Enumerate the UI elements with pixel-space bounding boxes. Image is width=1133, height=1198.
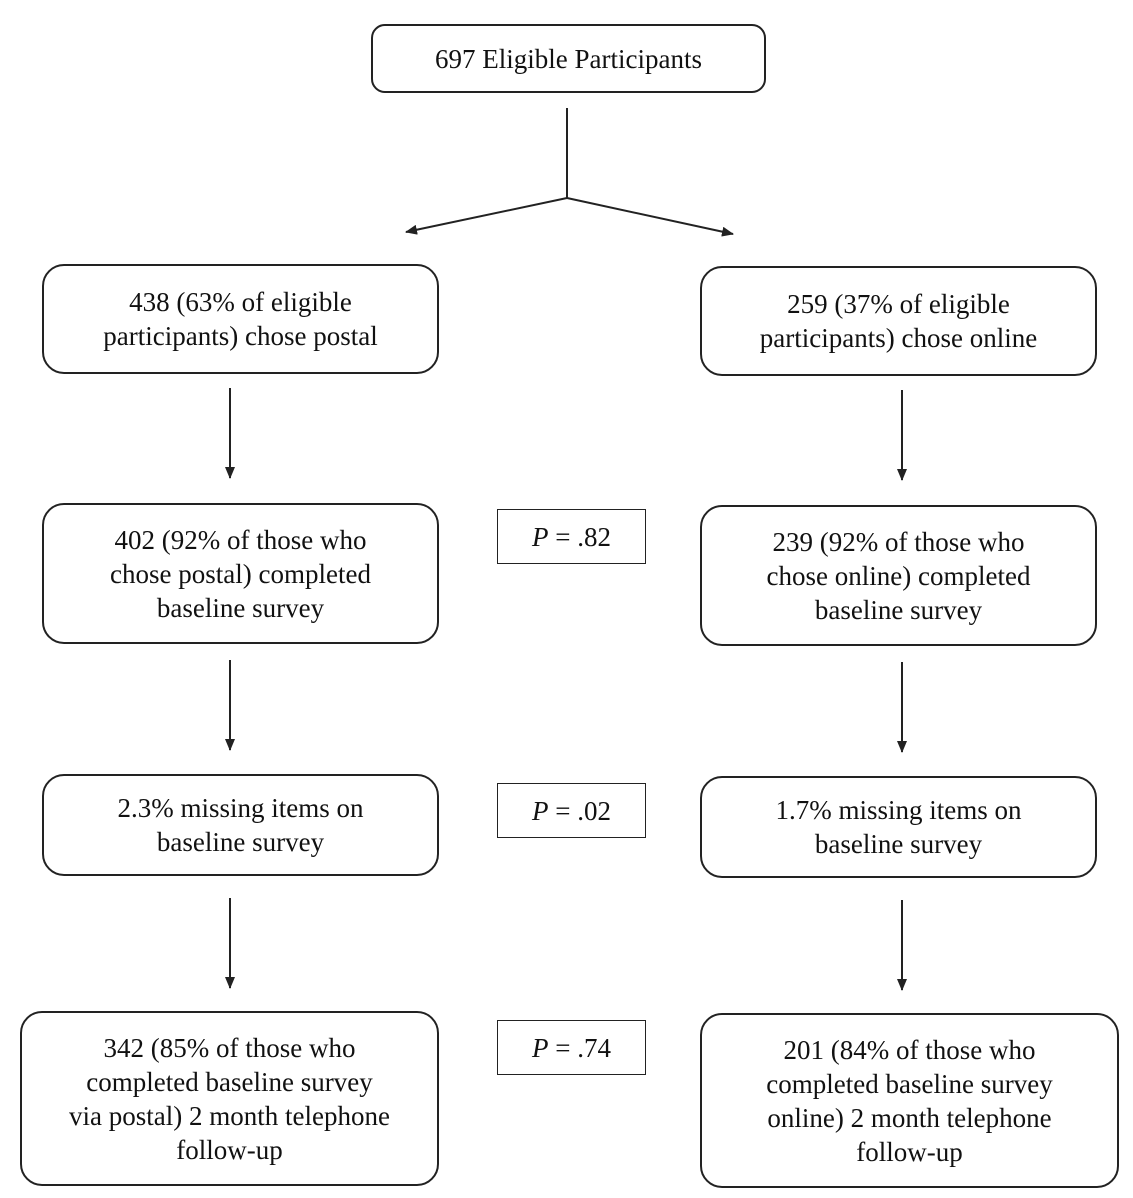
left-node-followup-label: 342 (85% of those who completed baseline…	[69, 1032, 390, 1165]
branch-arrow-right	[566, 197, 734, 237]
p-value-baseline: P = .82	[497, 509, 646, 564]
left-node-missing-items: 2.3% missing items on baseline survey	[42, 774, 439, 876]
p-value-missing-items-label: P = .02	[532, 795, 611, 826]
branch-arrow-left	[405, 197, 568, 235]
right-node-followup-label: 201 (84% of those who completed baseline…	[766, 1034, 1053, 1167]
left-node-missing-items-label: 2.3% missing items on baseline survey	[117, 793, 364, 857]
left-node-postal-choice: 438 (63% of eligible participants) chose…	[42, 264, 439, 374]
left-node-followup: 342 (85% of those who completed baseline…	[20, 1011, 439, 1186]
left-node-baseline-completed: 402 (92% of those who chose postal) comp…	[42, 503, 439, 644]
right-node-online-choice: 259 (37% of eligible participants) chose…	[700, 266, 1097, 376]
right-node-online-choice-label: 259 (37% of eligible participants) chose…	[759, 289, 1038, 353]
right-node-followup: 201 (84% of those who completed baseline…	[700, 1013, 1119, 1188]
right-node-baseline-completed: 239 (92% of those who chose online) comp…	[700, 505, 1097, 646]
p-value-followup-label: P = .74	[532, 1032, 611, 1063]
p-value-followup: P = .74	[497, 1020, 646, 1075]
root-label: 697 Eligible Participants	[435, 43, 702, 74]
left-node-postal-choice-label: 438 (63% of eligible participants) chose…	[103, 287, 378, 351]
right-node-baseline-completed-label: 239 (92% of those who chose online) comp…	[766, 526, 1031, 625]
p-value-missing-items: P = .02	[497, 783, 646, 838]
left-node-baseline-completed-label: 402 (92% of those who chose postal) comp…	[110, 524, 371, 623]
right-node-missing-items-label: 1.7% missing items on baseline survey	[775, 795, 1022, 859]
p-value-baseline-label: P = .82	[532, 521, 611, 552]
root-node: 697 Eligible Participants	[371, 24, 766, 93]
right-node-missing-items: 1.7% missing items on baseline survey	[700, 776, 1097, 878]
